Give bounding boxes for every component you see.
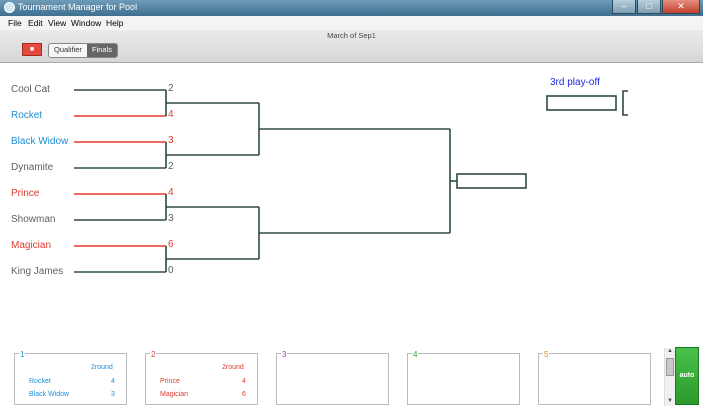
card-number: 1 bbox=[19, 350, 26, 359]
score: 4 bbox=[168, 187, 174, 198]
player-rocket[interactable]: Rocket bbox=[11, 110, 43, 121]
minimize-button[interactable]: – bbox=[612, 0, 636, 14]
player-cool-cat[interactable]: Cool Cat bbox=[11, 84, 50, 95]
title-bar: Tournament Manager for Pool – □ ✕ bbox=[0, 0, 703, 16]
tab-finals[interactable]: Finals bbox=[86, 44, 117, 57]
bracket-canvas: Cool Cat Rocket Black Widow Dynamite Pri… bbox=[0, 63, 703, 346]
card-number: 5 bbox=[543, 350, 550, 359]
match-card-3[interactable]: 3 bbox=[276, 350, 389, 405]
scroll-down-icon[interactable]: ▼ bbox=[667, 398, 673, 404]
window-controls: – □ ✕ bbox=[611, 0, 700, 16]
player-showman[interactable]: Showman bbox=[11, 214, 56, 225]
third-place-box bbox=[546, 95, 617, 111]
score: 6 bbox=[168, 239, 174, 250]
card-number: 2 bbox=[150, 350, 157, 359]
player-king-james[interactable]: King James bbox=[11, 266, 64, 277]
window-title: Tournament Manager for Pool bbox=[18, 2, 138, 12]
card-number: 3 bbox=[281, 350, 288, 359]
card-player: Rocket bbox=[29, 378, 51, 385]
auto-button[interactable]: auto bbox=[675, 347, 699, 405]
card-score: 4 bbox=[111, 378, 115, 385]
menu-help[interactable]: Help bbox=[106, 18, 124, 28]
player-prince[interactable]: Prince bbox=[11, 188, 40, 199]
match-card-1[interactable]: 1 2round Rocket 4 Black Widow 3 bbox=[14, 350, 127, 405]
card-round: 2round bbox=[222, 364, 244, 371]
menu-window[interactable]: Window bbox=[71, 18, 102, 28]
maximize-button[interactable]: □ bbox=[637, 0, 661, 14]
card-round: 2round bbox=[91, 364, 113, 371]
score: 3 bbox=[168, 135, 174, 146]
match-card-5[interactable]: 5 bbox=[538, 350, 651, 405]
champion-box bbox=[456, 173, 527, 189]
red-action-button[interactable]: ■ bbox=[22, 43, 42, 56]
card-number: 4 bbox=[412, 350, 419, 359]
score: 0 bbox=[168, 265, 174, 276]
match-card-2[interactable]: 2 2round Prince 4 Magician 6 bbox=[145, 350, 258, 405]
third-place-bracket bbox=[622, 90, 628, 116]
stage-toggle: Qualifier Finals bbox=[48, 43, 118, 58]
third-place-label: 3rd play-off bbox=[550, 77, 600, 88]
player-dynamite[interactable]: Dynamite bbox=[11, 162, 54, 173]
bracket-lines bbox=[74, 89, 628, 273]
card-player: Magician bbox=[160, 391, 189, 398]
close-button[interactable]: ✕ bbox=[662, 0, 700, 14]
menu-bar: File Edit View Window Help bbox=[0, 16, 703, 30]
player-black-widow[interactable]: Black Widow bbox=[11, 136, 69, 147]
card-score: 6 bbox=[242, 391, 246, 398]
score: 4 bbox=[168, 109, 174, 120]
menu-edit[interactable]: Edit bbox=[28, 18, 43, 28]
score: 3 bbox=[168, 213, 174, 224]
match-card-4[interactable]: 4 bbox=[407, 350, 520, 405]
card-score: 3 bbox=[111, 391, 115, 398]
score: 2 bbox=[168, 161, 174, 172]
card-player: Black Widow bbox=[29, 391, 70, 398]
menu-view[interactable]: View bbox=[48, 18, 67, 28]
cards-scrollbar[interactable]: ▲ ▼ bbox=[664, 348, 675, 406]
score: 2 bbox=[168, 83, 174, 94]
app-icon bbox=[4, 2, 15, 13]
tournament-subtitle: March of Sep1 bbox=[327, 31, 376, 40]
menu-file[interactable]: File bbox=[8, 18, 22, 28]
tab-qualifier[interactable]: Qualifier bbox=[49, 44, 87, 57]
scroll-thumb[interactable] bbox=[666, 358, 674, 376]
card-player: Prince bbox=[160, 378, 180, 385]
card-score: 4 bbox=[242, 378, 246, 385]
player-magician[interactable]: Magician bbox=[11, 240, 52, 251]
scroll-up-icon[interactable]: ▲ bbox=[667, 348, 673, 354]
